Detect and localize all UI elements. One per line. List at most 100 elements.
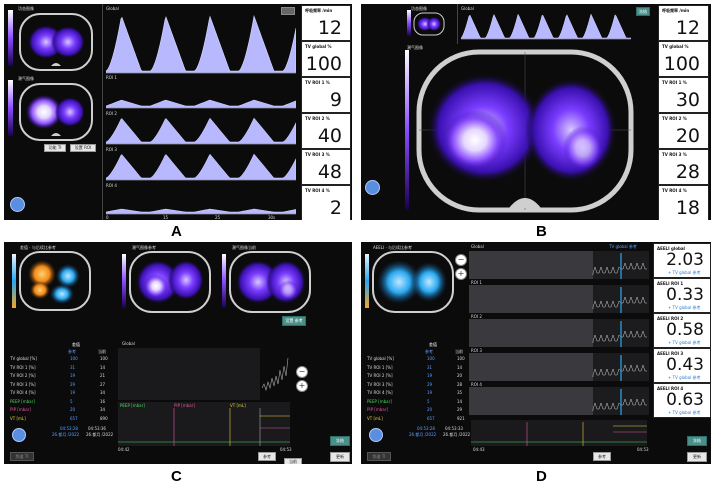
colorbar-big (405, 50, 409, 210)
colorbar-bottom (8, 80, 13, 136)
table-top-header: 差值 (429, 342, 437, 347)
metric-value: 48 (317, 161, 342, 183)
table-header: 参考 当前 (425, 349, 463, 354)
metric-box: 呼吸频率 /min 12 (658, 5, 709, 41)
aeeli-trace: ROI 4 (469, 382, 649, 415)
metric-box: TV ROI 1 % 9 (301, 77, 351, 113)
metric-value: 20 (675, 125, 700, 147)
panel-label-b: B (536, 223, 547, 240)
metric-value: 2.03 (666, 250, 704, 270)
trace-roi3 (106, 153, 296, 181)
metric-value: 100 (305, 53, 342, 75)
zoom-out-icon[interactable]: − (455, 254, 467, 266)
eit-image-diff (372, 251, 454, 313)
metrics-column: 呼吸频率 /min 12 TV global % 100 TV ROI 1 % … (299, 4, 352, 220)
current-button[interactable]: 当前 (284, 458, 302, 464)
freeze-button[interactable]: 冻结 (687, 436, 707, 446)
trace-roi-label: ROI 1 (471, 280, 482, 285)
metric-box: TV ROI 1 % 30 (658, 77, 709, 113)
update-button[interactable]: 更新 (330, 452, 350, 462)
metric-box: TV global % 100 (658, 41, 709, 77)
trend-time-start: 04:42 (118, 447, 130, 452)
home-button[interactable] (12, 428, 26, 442)
freeze-button[interactable] (281, 7, 295, 15)
colorbar-ref (122, 254, 126, 308)
thumb-trace-area: Global 冻结 (457, 4, 654, 44)
zoom-in-icon[interactable]: + (296, 380, 308, 392)
metric-box: TV ROI 3 % 48 (301, 149, 351, 185)
traces-area: Global ROI 1 ROI 2 ROI 3 ROI 4 0 15 25 3… (102, 4, 299, 220)
image-top-title: 功态图像 (18, 6, 34, 11)
trace-global (461, 13, 631, 40)
zoom-in-icon[interactable]: + (455, 268, 467, 280)
metric-label: TV ROI 2 % (305, 116, 330, 121)
metrics-column: 呼吸频率 /min 12 TV global % 100 TV ROI 1 % … (656, 4, 711, 220)
aeeli-trace: ROI 1 (469, 280, 649, 313)
metric-label: AEELI ROI 3 (657, 351, 684, 356)
metric-value: 0.33 (666, 285, 704, 305)
metric-label: TV global % (662, 44, 689, 49)
channel-button[interactable]: 频道 TI (10, 452, 34, 461)
trend-params-lines (471, 422, 647, 446)
metric-box: TV ROI 4 % 18 (658, 185, 709, 220)
colorbar-top (407, 10, 411, 36)
trace-roi2-label: ROI 2 (106, 111, 117, 116)
freeze-button[interactable]: 冻结 (330, 436, 350, 446)
trace-roi-label: ROI 4 (471, 382, 482, 387)
metric-value: 9 (329, 89, 342, 111)
axis-tick-3: 30s (268, 215, 276, 220)
freeze-button[interactable]: 冻结 (636, 7, 650, 16)
metric-value: 0.63 (666, 390, 704, 410)
colorbar-diff (365, 254, 369, 308)
metric-label: AEELI ROI 4 (657, 386, 684, 391)
zoom-out-icon[interactable]: − (296, 366, 308, 378)
panel-b: 功态图像 Global 冻结 潮气图像 呼吸频率 /min 12 TV glob… (361, 4, 711, 220)
trace-global (106, 14, 296, 74)
channel-button[interactable]: 频道 TI (367, 452, 391, 461)
home-button[interactable] (365, 180, 380, 195)
panel-c: 差值 · 与后续比参考 潮气图像参考 潮气图像当前 设置 参考 差值 参考 当前… (4, 242, 352, 464)
trend-global (118, 348, 290, 400)
trend-time-start: 04:43 (473, 447, 485, 452)
metric-box: TV ROI 2 % 20 (658, 113, 709, 149)
panel-d: AEELI · 与后续比参考 − + 差值 参考 当前 TV global [%… (361, 242, 711, 464)
reference-button[interactable]: 参考 (593, 452, 611, 461)
home-button[interactable] (369, 428, 383, 442)
reference-button[interactable]: 参考 (258, 452, 276, 461)
table-header: 参考 当前 (68, 349, 106, 354)
metric-label: TV ROI 2 % (662, 116, 687, 121)
set-reference-button[interactable]: 设置 参考 (282, 316, 306, 326)
trend-global-trace (260, 348, 290, 400)
function-button[interactable]: 功能 TI (44, 144, 66, 152)
date-row: 26.都月 /2022 26.都月 /2022 (52, 432, 114, 437)
trace-legend: TV global 参考 (609, 244, 637, 249)
trace-roi1 (106, 99, 296, 109)
date-row: 26.都月 /2022 26.都月 /2022 (409, 432, 471, 437)
metric-value: 18 (675, 197, 700, 219)
metric-value: 40 (317, 125, 342, 147)
update-button[interactable]: 更新 (687, 452, 707, 462)
metric-box: 呼吸频率 /min 12 (301, 5, 351, 41)
trace-roi-label: ROI 3 (471, 348, 482, 353)
trace-roi-label: ROI 2 (471, 314, 482, 319)
metric-value: 30 (675, 89, 700, 111)
metric-sub: + TV global 参考 (668, 270, 701, 275)
home-button[interactable] (10, 197, 25, 212)
image3-title: 潮气图像当前 (232, 245, 256, 250)
set-roi-button[interactable]: 设置 ROI (70, 144, 96, 152)
eit-image-top (19, 13, 93, 71)
